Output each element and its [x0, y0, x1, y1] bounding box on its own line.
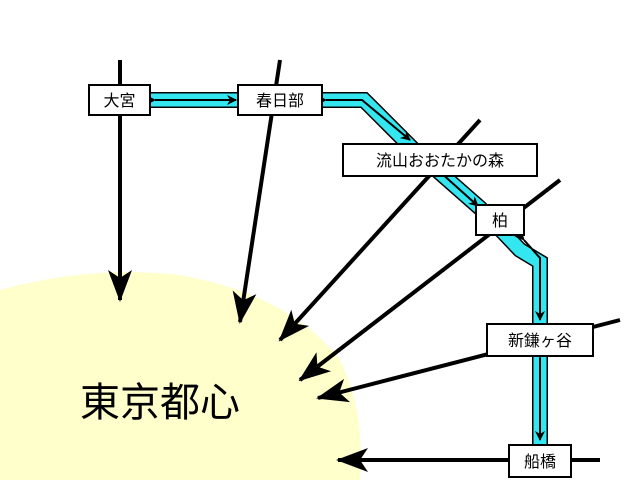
station-kasukabe: 春日部 [237, 84, 323, 116]
station-kashiwa: 柏 [475, 204, 525, 236]
station-label: 船橋 [524, 452, 556, 471]
station-label: 柏 [492, 211, 508, 230]
arrow-kashiwa-shinkamagaya [514, 229, 545, 321]
station-label: 春日部 [256, 91, 304, 110]
arrow-kasukabe-nagareyama [317, 95, 411, 141]
station-shinkamagaya: 新鎌ヶ谷 [486, 323, 594, 357]
station-label: 新鎌ヶ谷 [508, 331, 572, 350]
arrow-nagareyama-kashiwa [429, 162, 479, 207]
station-omiya: 大宮 [88, 84, 151, 116]
tokyo-center-label: 東京都心 [80, 380, 240, 426]
station-nagareyama: 流山おおたかの森 [342, 143, 538, 177]
tokyo-center-area [0, 272, 361, 480]
station-funabashi: 船橋 [508, 444, 572, 478]
station-label: 大宮 [103, 91, 135, 110]
station-label: 流山おおたかの森 [376, 151, 504, 170]
